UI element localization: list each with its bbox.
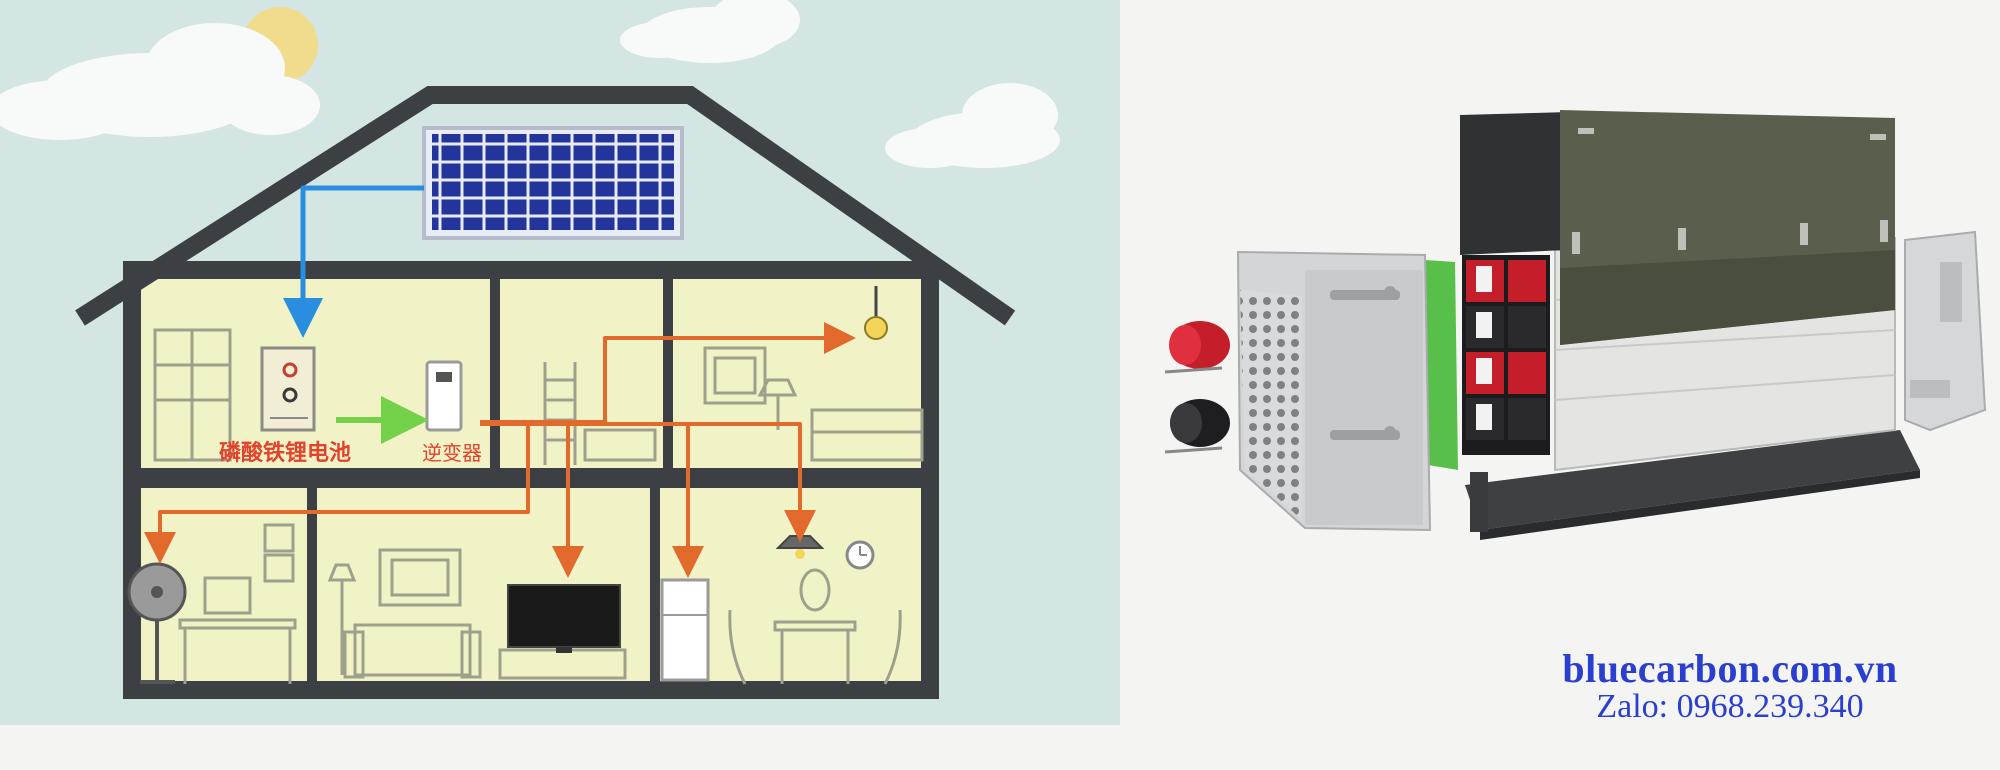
house-illustration: 磷酸铁锂电池 逆变器 [0, 0, 1120, 725]
fridge-icon [662, 580, 708, 680]
watermark-site: bluecarbon.com.vn [1500, 645, 1960, 692]
front-end-cap [1238, 252, 1430, 530]
battery-module-exploded [1165, 110, 1985, 540]
rear-end-cap [1905, 232, 1985, 430]
floor-slab [130, 468, 932, 488]
negative-terminal-icon [1165, 399, 1230, 452]
insulation-board [1425, 260, 1458, 470]
tv-icon [508, 585, 620, 653]
battery-cabinet-icon [262, 348, 314, 430]
cell-terminals [1462, 255, 1550, 455]
inverter-icon [427, 362, 461, 430]
battery-label: 磷酸铁锂电池 [219, 440, 351, 466]
inverter-label: 逆变器 [422, 441, 482, 465]
solar-panel-icon [424, 128, 682, 238]
positive-terminal-icon [1165, 321, 1230, 372]
watermark-zalo: Zalo: 0968.239.340 [1500, 688, 1960, 726]
clock-icon [847, 542, 873, 568]
